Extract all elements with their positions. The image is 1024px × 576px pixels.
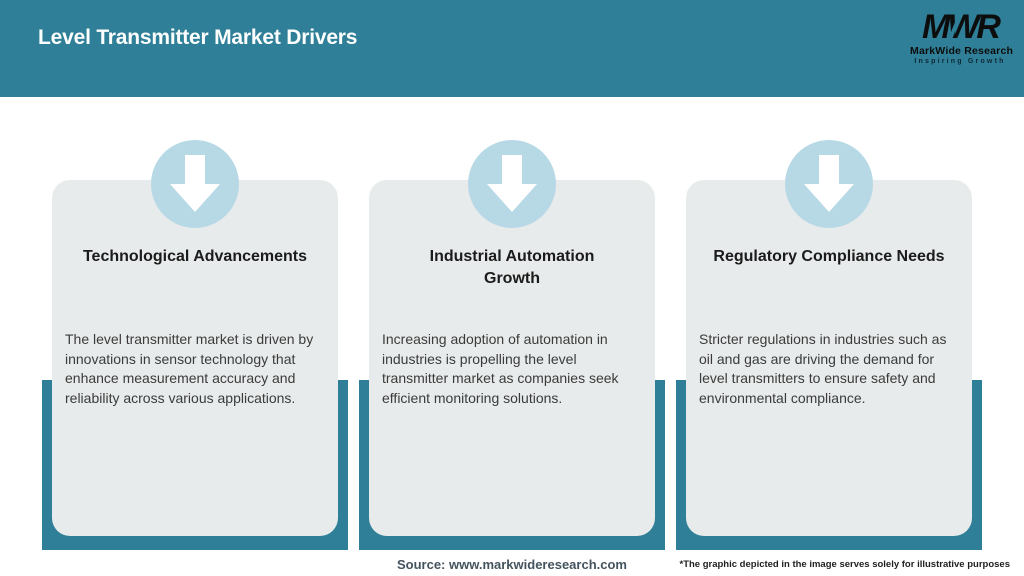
page-title: Level Transmitter Market Drivers — [38, 26, 358, 49]
logo-monogram-text: MWR — [922, 8, 1001, 46]
card-title: Regulatory Compliance Needs — [713, 248, 945, 265]
driver-card: Regulatory Compliance Needs Stricter reg… — [686, 180, 972, 536]
logo-monogram: MWR — [922, 8, 1001, 46]
arrow-down-icon — [785, 140, 873, 228]
driver-card: Technological Advancements The level tra… — [52, 180, 338, 536]
arrow-circle — [785, 140, 873, 228]
card-body: The level transmitter market is driven b… — [65, 331, 314, 406]
logo-company-name: MarkWide Research — [910, 45, 1014, 57]
arrow-down-icon — [468, 140, 556, 228]
source-text: Source: www.markwideresearch.com — [396, 557, 627, 572]
header-band: Level Transmitter Market Drivers MWR Mar… — [0, 0, 1024, 97]
logo-tagline: Inspiring Growth — [914, 58, 1006, 65]
driver-column-2: Industrial Automation Growth Increasing … — [359, 138, 665, 552]
arrow-down-icon — [151, 140, 239, 228]
disclaimer-text: *The graphic depicted in the image serve… — [679, 559, 1011, 570]
card-body: Increasing adoption of automation in ind… — [382, 331, 619, 406]
card-title: Technological Advancements — [82, 248, 308, 265]
card-title: Industrial Automation Growth — [429, 248, 595, 287]
arrow-circle — [151, 140, 239, 228]
arrow-circle — [468, 140, 556, 228]
driver-column-1: Technological Advancements The level tra… — [42, 138, 348, 552]
driver-card: Industrial Automation Growth Increasing … — [369, 180, 655, 536]
card-body: Stricter regulations in industries such … — [699, 331, 947, 406]
driver-column-3: Regulatory Compliance Needs Stricter reg… — [676, 138, 982, 552]
markwide-research-logo: MWR MarkWide Research Inspiring Growth — [910, 8, 1014, 65]
